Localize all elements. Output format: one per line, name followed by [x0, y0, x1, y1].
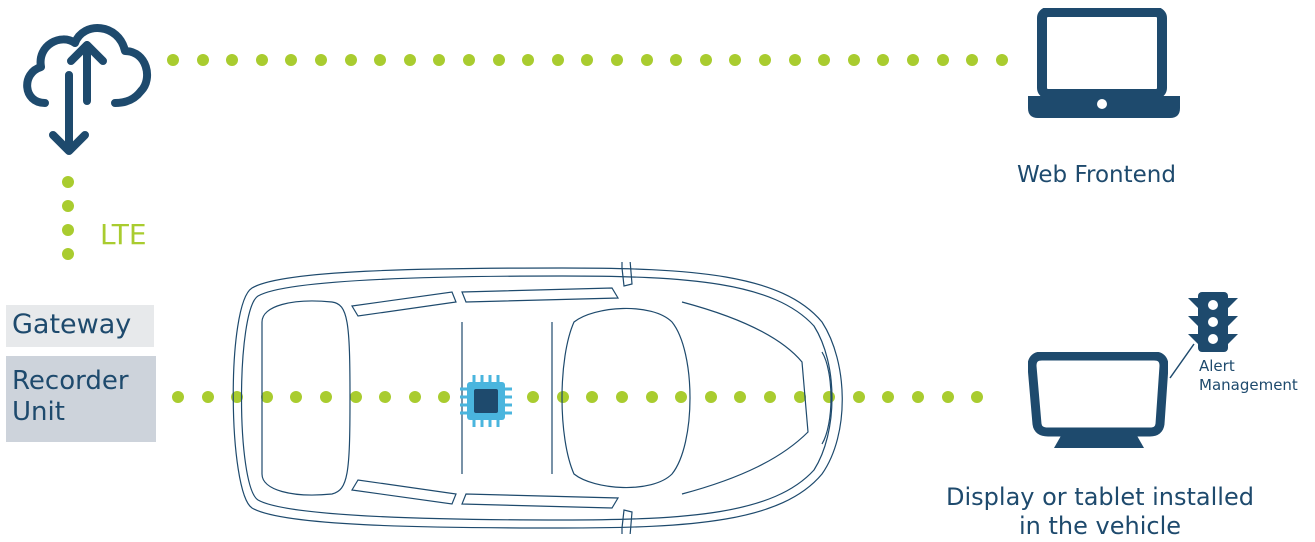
- chip-icon: [458, 373, 514, 429]
- alert-connector-line: [1168, 340, 1198, 380]
- connection-dot: [729, 54, 741, 66]
- connection-dot: [818, 54, 830, 66]
- connection-dot: [789, 54, 801, 66]
- connection-dot: [907, 54, 919, 66]
- connection-dot: [62, 200, 74, 212]
- connection-dot: [853, 391, 865, 403]
- connection-dot: [641, 54, 653, 66]
- connection-dot: [552, 54, 564, 66]
- connection-dot: [493, 54, 505, 66]
- connection-dot: [996, 54, 1008, 66]
- connection-dot: [62, 176, 74, 188]
- display-tablet-icon: [1028, 352, 1168, 452]
- connection-dot: [882, 391, 894, 403]
- alert-management-label: Alert Management: [1199, 357, 1298, 395]
- connection-dot: [404, 54, 416, 66]
- connection-dot: [197, 54, 209, 66]
- gateway-box: Gateway: [6, 305, 154, 347]
- connection-dot: [877, 54, 889, 66]
- recorder-unit-label: Recorder Unit: [12, 366, 129, 427]
- recorder-unit-box: Recorder Unit: [6, 356, 156, 442]
- connection-dot: [62, 224, 74, 236]
- connection-dot: [971, 391, 983, 403]
- connection-dot: [937, 54, 949, 66]
- connection-dot: [942, 391, 954, 403]
- connection-dot: [433, 54, 445, 66]
- connection-dot: [285, 54, 297, 66]
- connection-dot: [315, 54, 327, 66]
- connection-dot: [167, 54, 179, 66]
- car-top-view-icon: [222, 262, 854, 534]
- cloud-upload-download-icon: [15, 15, 155, 165]
- lte-label: LTE: [100, 218, 147, 251]
- connection-dot: [172, 391, 184, 403]
- connection-dot: [522, 54, 534, 66]
- connection-dot: [611, 54, 623, 66]
- laptop-icon: [1028, 8, 1180, 118]
- connection-dot: [581, 54, 593, 66]
- gateway-label: Gateway: [12, 309, 131, 340]
- connection-dot: [345, 54, 357, 66]
- connection-dot: [62, 248, 74, 260]
- connection-dot: [700, 54, 712, 66]
- connection-dot: [848, 54, 860, 66]
- display-tablet-label: Display or tablet installed in the vehic…: [940, 483, 1260, 541]
- connection-dot: [670, 54, 682, 66]
- web-frontend-label: Web Frontend: [1017, 162, 1176, 188]
- connection-dot: [966, 54, 978, 66]
- connection-dot: [256, 54, 268, 66]
- connection-dot: [226, 54, 238, 66]
- connection-dot: [912, 391, 924, 403]
- connection-dot: [463, 54, 475, 66]
- connection-dot: [759, 54, 771, 66]
- connection-dot: [374, 54, 386, 66]
- connection-dot: [202, 391, 214, 403]
